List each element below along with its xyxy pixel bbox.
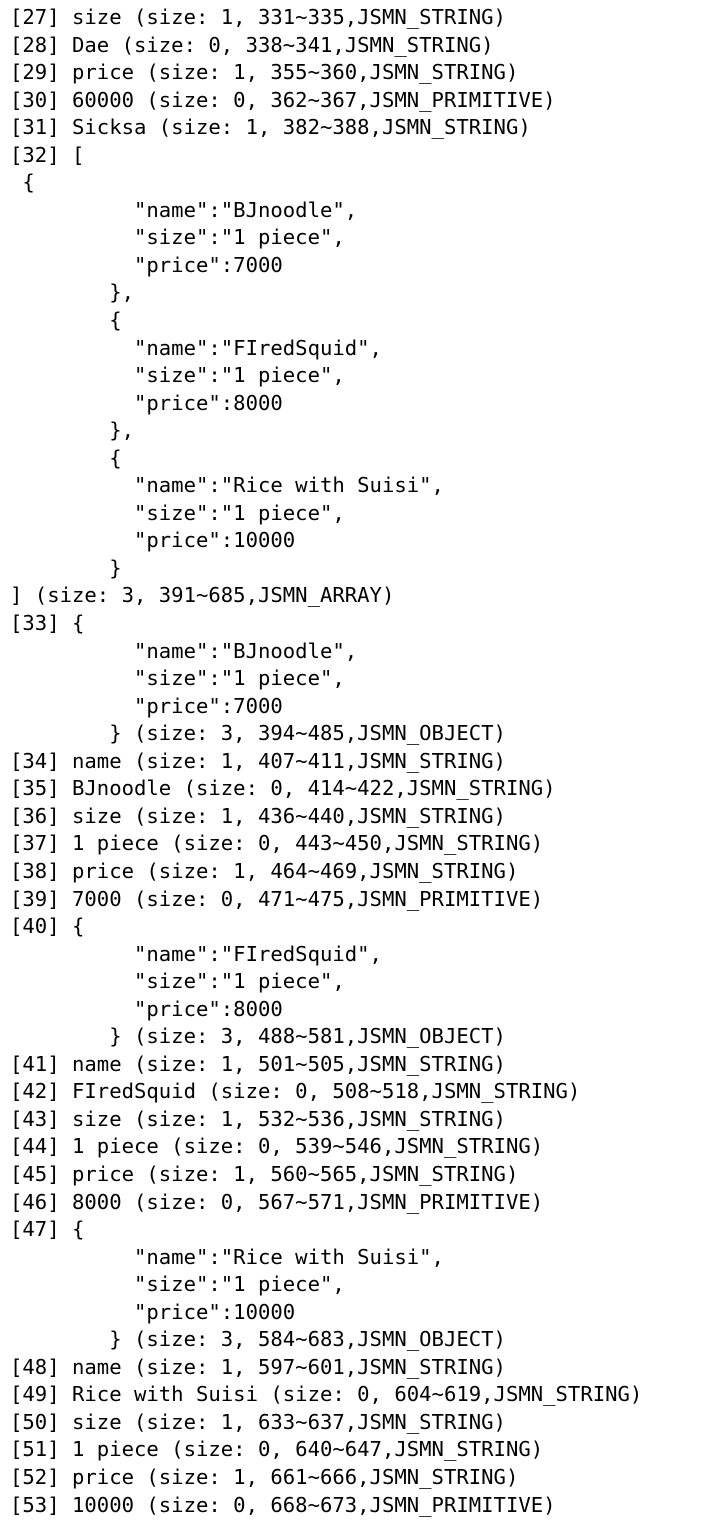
terminal-line: [38] price (size: 1, 464~469,JSMN_STRING… bbox=[10, 858, 519, 883]
terminal-line: [29] price (size: 1, 355~360,JSMN_STRING… bbox=[10, 60, 519, 85]
terminal-line: [44] 1 piece (size: 0, 539~546,JSMN_STRI… bbox=[10, 1134, 544, 1159]
terminal-line: [27] size (size: 1, 331~335,JSMN_STRING) bbox=[10, 5, 506, 29]
terminal-line: [45] price (size: 1, 560~565,JSMN_STRING… bbox=[10, 1161, 519, 1186]
terminal-line: } (size: 3, 584~683,JSMN_OBJECT) bbox=[10, 1327, 506, 1352]
terminal-line: [31] Sicksa (size: 1, 382~388,JSMN_STRIN… bbox=[10, 115, 531, 140]
terminal-line: "size":"1 piece", bbox=[10, 666, 345, 691]
terminal-line: "price":8000 bbox=[10, 390, 283, 415]
terminal-line: "price":10000 bbox=[10, 528, 296, 553]
terminal-line: "price":7000 bbox=[10, 252, 283, 277]
terminal-line: [36] size (size: 1, 436~440,JSMN_STRING) bbox=[10, 803, 506, 828]
terminal-line: "size":"1 piece", bbox=[10, 969, 345, 994]
terminal-line: [33] { bbox=[10, 611, 85, 636]
terminal-line: [28] Dae (size: 0, 338~341,JSMN_STRING) bbox=[10, 32, 494, 57]
terminal-line: [43] size (size: 1, 532~536,JSMN_STRING) bbox=[10, 1106, 506, 1131]
terminal-line: "price":8000 bbox=[10, 996, 283, 1021]
terminal-line: "name":"BJnoodle", bbox=[10, 638, 358, 663]
terminal-line: [46] 8000 (size: 0, 567~571,JSMN_PRIMITI… bbox=[10, 1189, 544, 1214]
terminal-line: [42] FIredSquid (size: 0, 508~518,JSMN_S… bbox=[10, 1079, 581, 1104]
terminal-line: [50] size (size: 1, 633~637,JSMN_STRING) bbox=[10, 1409, 506, 1434]
terminal-line: "size":"1 piece", bbox=[10, 500, 345, 525]
terminal-line: "name":"BJnoodle", bbox=[10, 197, 358, 222]
terminal-line: { bbox=[10, 170, 35, 195]
terminal-line: "name":"FIredSquid", bbox=[10, 941, 382, 966]
terminal-line: [49] Rice with Suisi (size: 0, 604~619,J… bbox=[10, 1382, 643, 1407]
terminal-line: [51] 1 piece (size: 0, 640~647,JSMN_STRI… bbox=[10, 1437, 544, 1462]
terminal-line: ] (size: 3, 391~685,JSMN_ARRAY) bbox=[10, 583, 395, 608]
terminal-line: "size":"1 piece", bbox=[10, 225, 345, 250]
terminal-line: [48] name (size: 1, 597~601,JSMN_STRING) bbox=[10, 1354, 506, 1379]
terminal-line: "name":"Rice with Suisi", bbox=[10, 473, 444, 498]
terminal-line: "price":7000 bbox=[10, 693, 283, 718]
terminal-line: { bbox=[10, 445, 122, 470]
terminal-line: [34] name (size: 1, 407~411,JSMN_STRING) bbox=[10, 748, 506, 773]
terminal-line: [35] BJnoodle (size: 0, 414~422,JSMN_STR… bbox=[10, 776, 556, 801]
terminal-line: [41] name (size: 1, 501~505,JSMN_STRING) bbox=[10, 1051, 506, 1076]
terminal-line: "size":"1 piece", bbox=[10, 363, 345, 388]
terminal-line: }, bbox=[10, 280, 134, 305]
terminal-line: "name":"FIredSquid", bbox=[10, 335, 382, 360]
terminal-line: [39] 7000 (size: 0, 471~475,JSMN_PRIMITI… bbox=[10, 886, 544, 911]
terminal-line: }, bbox=[10, 418, 134, 443]
terminal-line: [32] [ bbox=[10, 142, 85, 167]
terminal-line: "name":"Rice with Suisi", bbox=[10, 1244, 444, 1269]
terminal-line: [53] 10000 (size: 0, 668~673,JSMN_PRIMIT… bbox=[10, 1492, 556, 1517]
terminal-output: [27] size (size: 1, 331~335,JSMN_STRING)… bbox=[10, 4, 642, 1519]
terminal-line: [30] 60000 (size: 0, 362~367,JSMN_PRIMIT… bbox=[10, 87, 556, 112]
terminal-line: } (size: 3, 394~485,JSMN_OBJECT) bbox=[10, 721, 506, 746]
terminal-line: [52] price (size: 1, 661~666,JSMN_STRING… bbox=[10, 1464, 519, 1489]
terminal-line: [47] { bbox=[10, 1217, 85, 1242]
terminal-line: } (size: 3, 488~581,JSMN_OBJECT) bbox=[10, 1024, 506, 1049]
terminal-line: { bbox=[10, 308, 122, 333]
terminal-line: [37] 1 piece (size: 0, 443~450,JSMN_STRI… bbox=[10, 831, 544, 856]
terminal-line: "size":"1 piece", bbox=[10, 1272, 345, 1297]
terminal-line: [40] { bbox=[10, 914, 85, 939]
terminal-line: } bbox=[10, 555, 122, 580]
terminal-line: "price":10000 bbox=[10, 1299, 296, 1324]
